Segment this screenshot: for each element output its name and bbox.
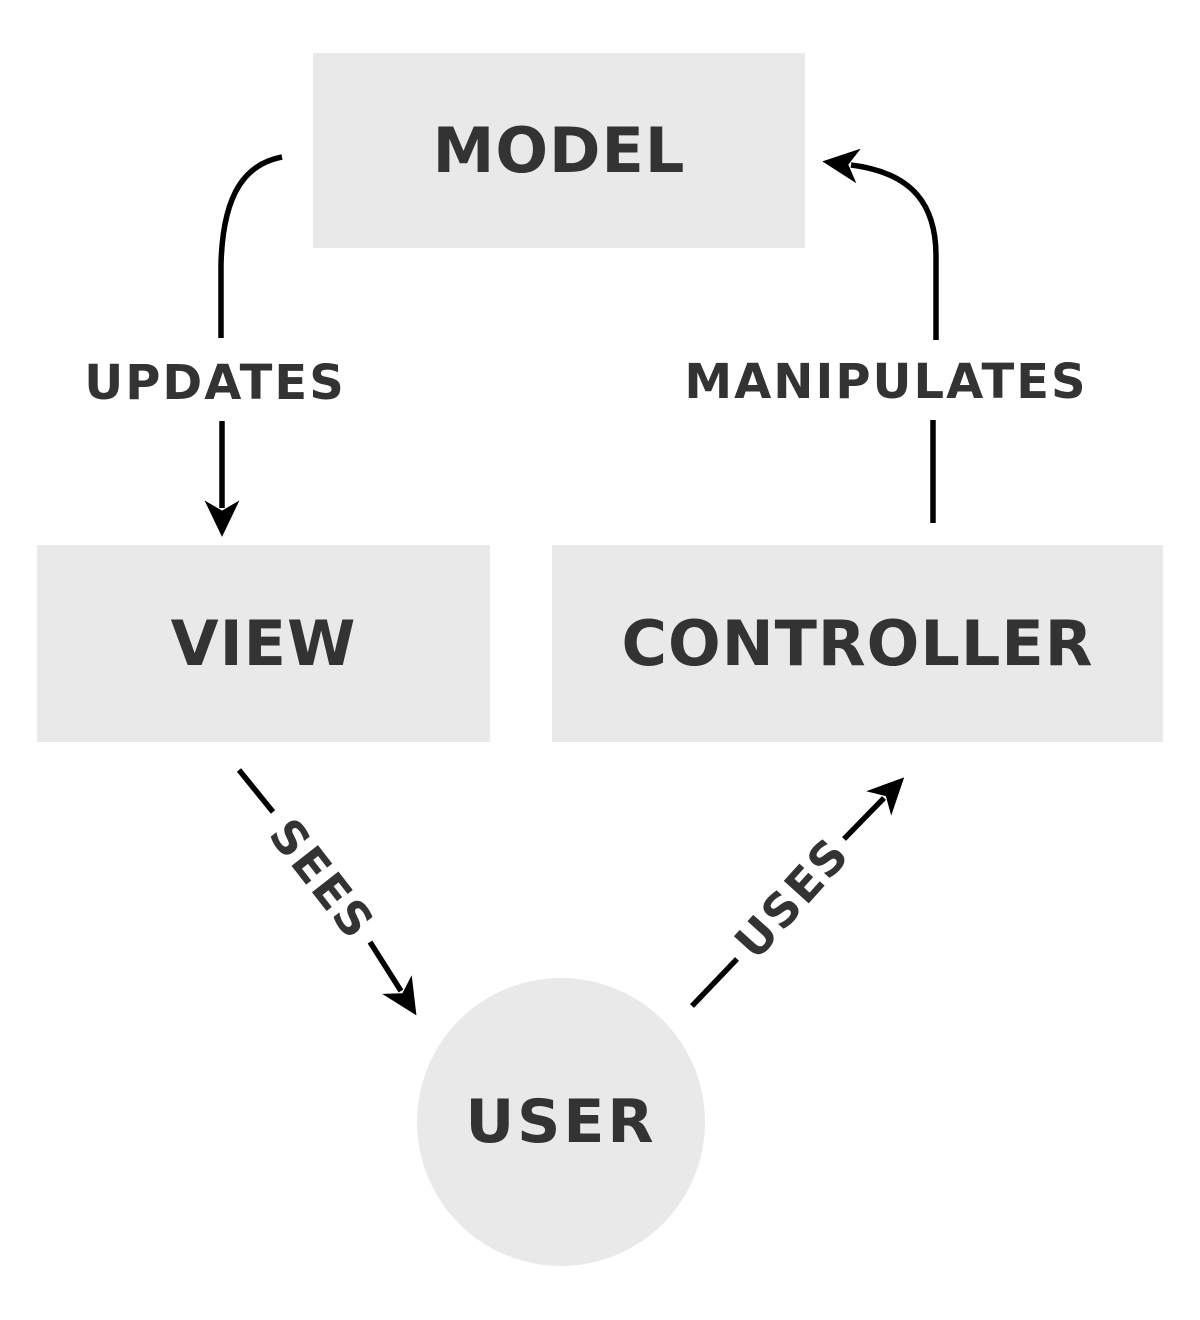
uses-edge-lower-segment <box>690 957 739 1008</box>
manipulates-edge-arrow-segment <box>822 148 939 340</box>
controller-node: CONTROLLER <box>552 545 1163 742</box>
sees-edge-upper-segment <box>236 768 276 814</box>
user-node: USER <box>417 978 705 1266</box>
uses-edge-label: USES <box>724 826 860 970</box>
uses-edge-arrow-segment <box>842 777 905 841</box>
view-node-label: VIEW <box>170 607 357 680</box>
controller-node-label: CONTROLLER <box>621 607 1094 680</box>
user-node-label: USER <box>465 1087 657 1157</box>
updates-edge-curve-segment <box>218 154 283 338</box>
sees-edge-arrow-segment <box>367 940 417 1016</box>
model-node-label: MODEL <box>432 114 686 187</box>
manipulates-edge-label: MANIPULATES <box>684 354 1088 410</box>
updates-edge-label: UPDATES <box>84 355 346 411</box>
view-node: VIEW <box>37 545 490 742</box>
sees-edge-label: SEES <box>258 808 386 950</box>
model-node: MODEL <box>313 53 805 248</box>
